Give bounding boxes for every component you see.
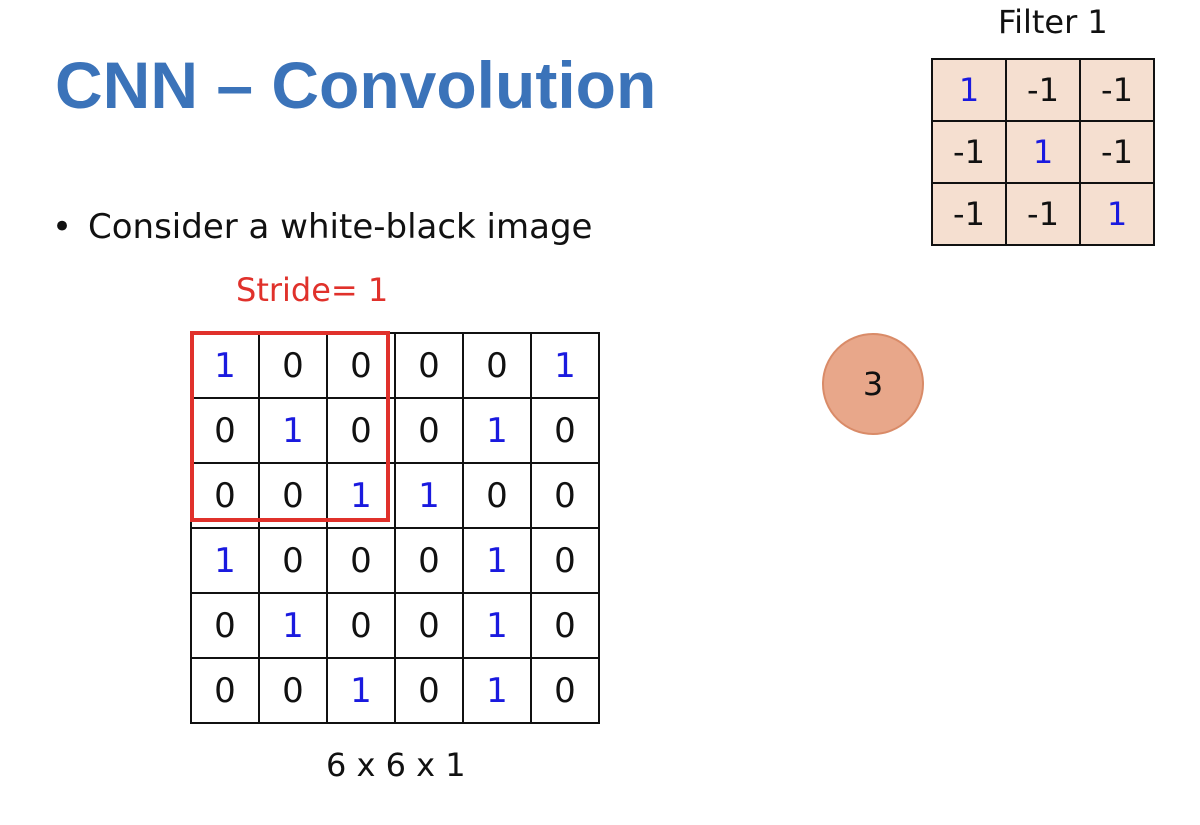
image-cell: 0 (190, 397, 260, 464)
image-cell: 0 (462, 332, 532, 399)
image-cell: 1 (462, 657, 532, 724)
image-cell: 0 (326, 397, 396, 464)
image-cell: 1 (530, 332, 600, 399)
image-cell: 1 (326, 462, 396, 529)
image-cell: 0 (394, 332, 464, 399)
image-cell: 0 (326, 592, 396, 659)
bullet-dot-icon: • (52, 207, 73, 247)
filter-cell: -1 (1079, 58, 1155, 122)
image-cell: 0 (326, 332, 396, 399)
convolution-result-value: 3 (862, 365, 884, 403)
image-cell: 0 (530, 462, 600, 529)
filter-cell: -1 (931, 120, 1007, 184)
image-cell: 0 (394, 592, 464, 659)
image-cell: 1 (326, 657, 396, 724)
filter-cell: 1 (931, 58, 1007, 122)
image-cell: 0 (326, 527, 396, 594)
image-cell: 1 (462, 527, 532, 594)
image-cell: 0 (190, 657, 260, 724)
filter-row: 1-1-1 (931, 58, 1155, 122)
image-cell: 0 (258, 332, 328, 399)
image-cell: 0 (258, 657, 328, 724)
image-cell: 0 (462, 462, 532, 529)
filter-cell: 1 (1079, 182, 1155, 246)
image-cell: 0 (190, 592, 260, 659)
filter-cell: -1 (931, 182, 1007, 246)
image-cell: 0 (394, 657, 464, 724)
convolution-result-circle: 3 (822, 333, 924, 435)
image-cell: 1 (394, 462, 464, 529)
image-dimensions-label: 6 x 6 x 1 (326, 746, 466, 784)
stride-label: Stride= 1 (236, 271, 389, 309)
image-cell: 1 (258, 397, 328, 464)
filter-cell: -1 (1079, 120, 1155, 184)
bullet-text: Consider a white-black image (88, 207, 593, 247)
image-cell: 1 (190, 332, 260, 399)
slide-title: CNN – Convolution (55, 48, 657, 122)
image-cell: 1 (258, 592, 328, 659)
image-cell: 0 (190, 462, 260, 529)
image-cell: 0 (394, 397, 464, 464)
image-cell: 0 (258, 462, 328, 529)
image-cell: 1 (462, 592, 532, 659)
image-cell: 1 (190, 527, 260, 594)
image-cell: 0 (530, 527, 600, 594)
image-cell: 1 (462, 397, 532, 464)
filter-label: Filter 1 (998, 3, 1108, 41)
image-cell: 0 (258, 527, 328, 594)
image-cell: 0 (530, 592, 600, 659)
filter-cell: 1 (1005, 120, 1081, 184)
image-cell: 0 (530, 397, 600, 464)
filter-cell: -1 (1005, 182, 1081, 246)
bullet-item: • Consider a white-black image (52, 205, 592, 249)
image-cell: 0 (530, 657, 600, 724)
image-cell: 0 (394, 527, 464, 594)
filter-cell: -1 (1005, 58, 1081, 122)
